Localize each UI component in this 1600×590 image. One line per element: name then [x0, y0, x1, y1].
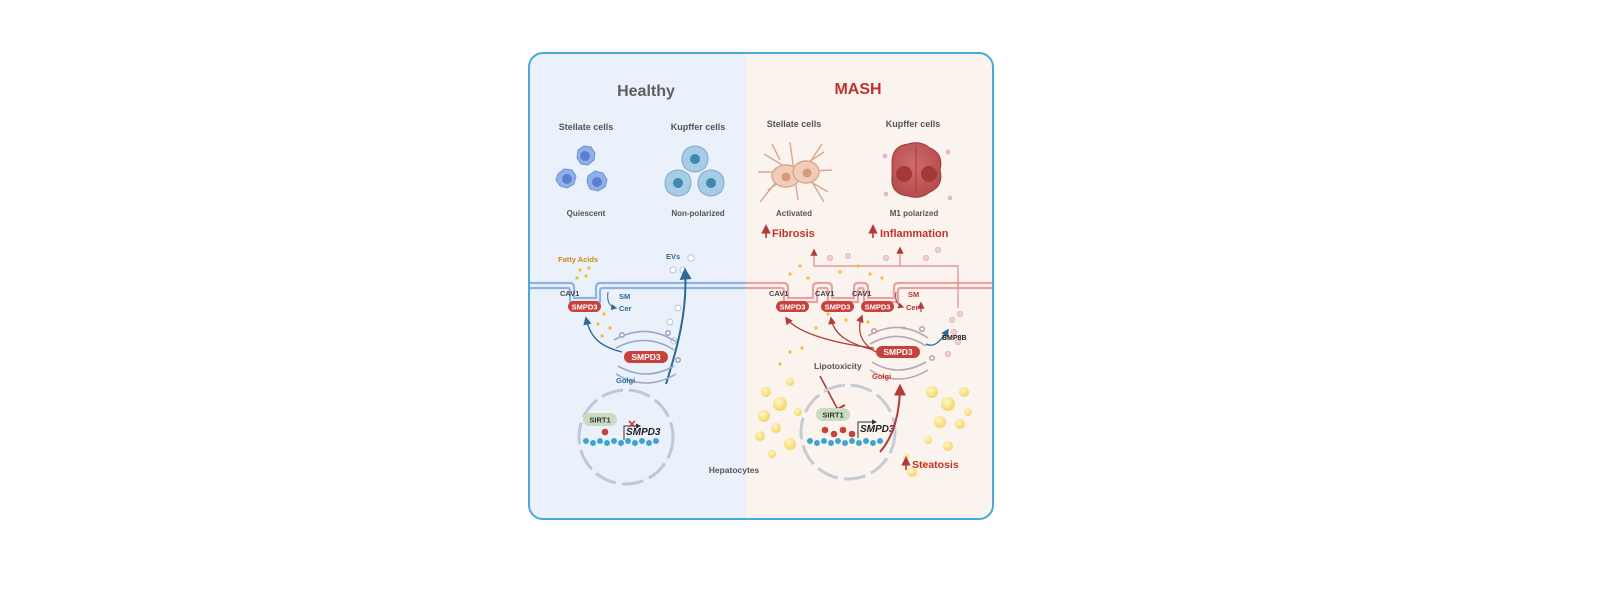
inflammation-label: Inflammation — [880, 228, 949, 240]
steatosis-label: Steatosis — [912, 459, 959, 471]
mash-smpd3-b-label: SMPD3 — [825, 303, 851, 312]
healthy-stellate-state: Quiescent — [567, 209, 606, 218]
lipotoxicity-label: Lipotoxicity — [814, 361, 862, 371]
hepatocytes-label: Hepatocytes — [709, 465, 760, 475]
activated-stellate-cells-icon — [758, 141, 833, 203]
dna-icon — [583, 438, 659, 446]
mash-smpd3-diagram: Healthy Stellate cells Kupffer cells Qui… — [528, 52, 994, 520]
mash-kupffer-state: M1 polarized — [890, 209, 939, 218]
mash-dna-icon — [807, 438, 883, 446]
golgi-icon — [613, 329, 682, 384]
mash-vesicles — [826, 246, 963, 357]
mash-cav1-c-label: CAV1 — [852, 289, 871, 298]
evs-label: EVs — [666, 252, 680, 261]
healthy-smpd3-membrane-pill — [568, 301, 601, 312]
healthy-sirt1-pill — [583, 413, 617, 426]
mash-smpd3-a-label: SMPD3 — [780, 303, 806, 312]
non-polarized-kupffer-cells-icon — [664, 145, 725, 197]
mash-smpd3-c-label: SMPD3 — [865, 303, 891, 312]
mash-smpd3-b-pill — [821, 301, 854, 312]
healthy-golgi-smpd3-pill — [624, 351, 668, 363]
lipotoxicity-inhibition-line — [819, 375, 839, 411]
mash-sirt1-label: SIRT1 — [822, 411, 843, 420]
healthy-cav1-label: CAV1 — [560, 289, 579, 298]
mash-cer-label: Cer — [906, 303, 919, 312]
healthy-kupffer-state: Non-polarized — [671, 209, 724, 218]
mash-nucleus-icon — [799, 383, 897, 481]
vesicles-to-stellate-arrow — [810, 248, 959, 308]
healthy-cer-label: Cer — [619, 304, 632, 313]
mash-acetyl-marks — [821, 426, 856, 438]
healthy-golgi-label: Golgi — [616, 376, 635, 385]
fatty-acids-label: Fatty Acids — [558, 255, 598, 264]
healthy-sirt1-label: SIRT1 — [589, 416, 610, 425]
healthy-acetyl-mark — [601, 428, 609, 436]
healthy-fatty-acid-dots — [575, 266, 612, 338]
mash-fatty-acid-dots — [778, 264, 906, 366]
mash-smpd3-c-pill — [861, 301, 894, 312]
smpd3-upregulation-arrow — [879, 383, 906, 453]
mash-stellate-state: Activated — [776, 209, 812, 218]
mash-golgi-smpd3-label: SMPD3 — [883, 347, 913, 357]
mash-stellate-label: Stellate cells — [767, 119, 822, 129]
healthy-kupffer-label: Kupffer cells — [671, 122, 726, 132]
golgi-to-bmp8b-arrow — [925, 328, 949, 346]
sm-to-cer-arrow — [607, 291, 618, 310]
healthy-stellate-label: Stellate cells — [559, 122, 614, 132]
mash-cav1-b-label: CAV1 — [815, 289, 834, 298]
mash-smpd3-a-pill — [776, 301, 809, 312]
mash-smpd3-gene: SMPD3 — [860, 424, 895, 435]
mash-golgi-label: Golgi — [872, 372, 891, 381]
extracellular-vesicles — [666, 254, 695, 345]
diagram-canvas: Healthy Stellate cells Kupffer cells Qui… — [528, 52, 994, 520]
quiescent-stellate-cells-icon — [555, 145, 608, 192]
mash-transcription-arrow — [857, 419, 877, 438]
mash-kupffer-label: Kupffer cells — [886, 119, 941, 129]
mash-golgi-icon — [867, 325, 935, 380]
golgi-to-smpd3-b-arrow — [828, 316, 875, 351]
healthy-sm-label: SM — [619, 292, 630, 301]
ev-release-arrow — [665, 267, 692, 385]
mash-golgi-smpd3-pill — [876, 346, 920, 358]
healthy-block-icon — [628, 420, 636, 428]
nucleus-icon — [577, 388, 675, 486]
mash-cav1-a-label: CAV1 — [769, 289, 788, 298]
mash-sirt1-pill — [816, 408, 850, 421]
lipid-droplets-icon — [755, 378, 972, 477]
fibrosis-label: Fibrosis — [772, 228, 815, 240]
m1-kupffer-cells-icon — [882, 142, 953, 201]
mash-title: MASH — [834, 81, 881, 98]
healthy-background — [529, 53, 746, 519]
mash-sm-to-cer-arrow — [895, 291, 905, 309]
golgi-to-smpd3-c-arrow — [856, 314, 877, 353]
healthy-smpd3-membrane-label: SMPD3 — [572, 303, 598, 312]
healthy-smpd3-gene: SMPD3 — [626, 427, 661, 438]
healthy-title: Healthy — [617, 83, 675, 100]
mash-sm-label: SM — [908, 290, 919, 299]
figure-frame — [528, 52, 994, 520]
bmp8b-label: BMP8B — [942, 335, 967, 342]
healthy-golgi-smpd3-label: SMPD3 — [631, 352, 661, 362]
golgi-to-membrane-arrow — [583, 316, 623, 353]
